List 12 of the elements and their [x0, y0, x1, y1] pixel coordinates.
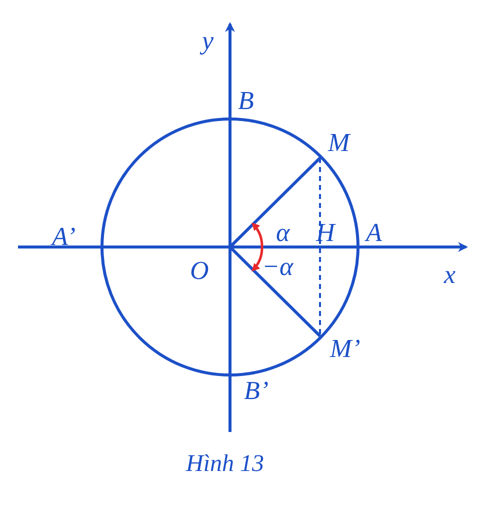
- point-label: −α: [262, 254, 294, 280]
- point-label: B: [238, 88, 254, 114]
- point-label: x: [444, 262, 456, 288]
- point-label: A’: [52, 224, 76, 250]
- point-label: A: [366, 220, 382, 246]
- point-label: O: [190, 258, 209, 284]
- point-label: B’: [244, 378, 269, 404]
- point-label: y: [202, 28, 214, 54]
- point-label: α: [276, 220, 290, 246]
- figure-caption: Hình 13: [186, 452, 264, 476]
- point-label: M’: [330, 336, 360, 362]
- point-label: M: [328, 130, 350, 156]
